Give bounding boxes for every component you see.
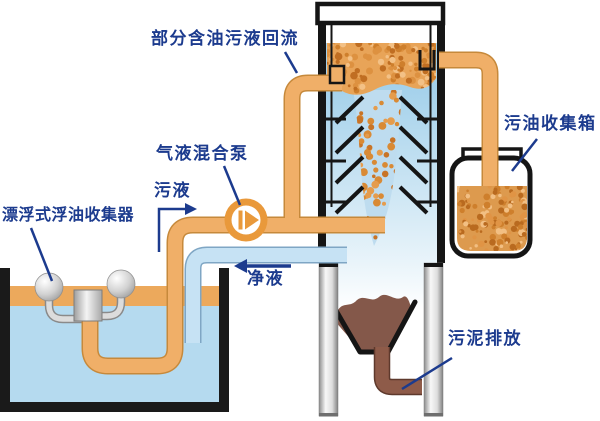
label-sludge: 污泥排放 <box>448 329 522 349</box>
label-pump: 气液混合泵 <box>156 144 249 164</box>
inner-wall-left <box>330 23 333 207</box>
column-wall-right <box>437 23 445 263</box>
label-clean-liquid: 净液 <box>247 269 284 289</box>
tank-walls <box>0 268 229 412</box>
clean-liquid-pipe <box>186 248 347 343</box>
support-legs <box>318 262 444 417</box>
flow-arrow-dirty <box>157 203 197 252</box>
skimmer-body <box>73 289 103 322</box>
separation-column <box>315 1 446 263</box>
column-wall-left <box>318 23 326 263</box>
column-bottom <box>318 262 444 417</box>
flow-arrow-clean <box>234 259 291 273</box>
label-oil-box: 污油收集箱 <box>504 114 597 134</box>
floating-skimmer <box>34 269 136 322</box>
skimmer-arm-left <box>46 293 91 322</box>
tank-water <box>10 304 219 403</box>
oil-weir-fitting <box>418 50 436 71</box>
label-skimmer: 漂浮式浮油收集器 <box>2 205 135 224</box>
pipes <box>44 51 499 375</box>
bubble-plume <box>353 90 402 246</box>
skimmer-arm-right <box>91 290 124 319</box>
inner-wall-right <box>429 23 432 207</box>
float-ball-left <box>34 272 64 302</box>
suction-pipe <box>83 218 385 373</box>
oil-outlet-pipe <box>439 53 497 186</box>
column-top-cap <box>315 1 446 26</box>
pointer-lines <box>29 51 538 391</box>
label-dirty-liquid: 污液 <box>154 181 191 201</box>
label-reflux: 部分含油污液回流 <box>151 29 299 49</box>
mixing-pump-icon <box>224 198 268 242</box>
float-ball-right <box>106 269 136 299</box>
reflux-inlet-fitting <box>328 64 346 85</box>
reflux-pipe <box>285 76 342 232</box>
sludge-pipe <box>375 347 422 394</box>
jar-oil-texture <box>457 186 527 251</box>
